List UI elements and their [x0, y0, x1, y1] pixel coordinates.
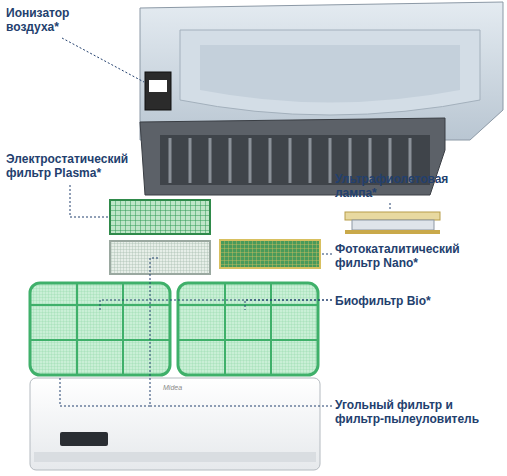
part-label: Биофильтр Bio* — [335, 294, 495, 308]
part-label: Фотокаталитический фильтр Nano* — [335, 242, 495, 270]
part-label: Электростатический фильтр Plasma* — [6, 152, 156, 180]
brand-logo: Midea — [163, 384, 203, 392]
part-label: Ионизатор воздуха* — [6, 6, 96, 34]
part-label: Угольный фильтр и фильтр-пылеуловитель — [335, 398, 500, 426]
part-label: Ультрафиолетовая лампа* — [335, 172, 485, 200]
